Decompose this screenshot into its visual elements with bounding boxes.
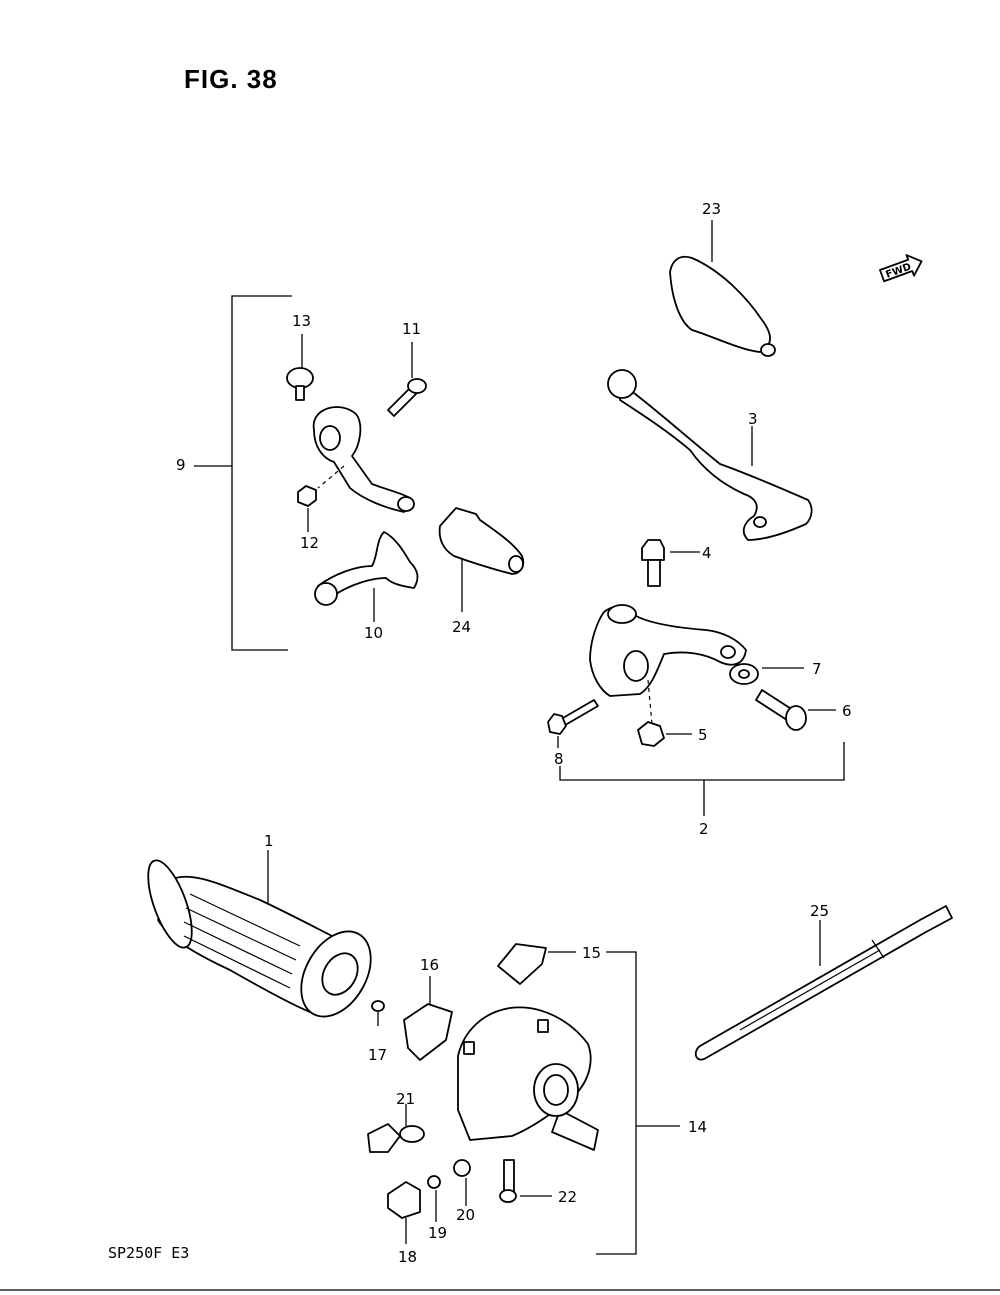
callout-21: 21: [396, 1090, 415, 1108]
callout-18: 18: [398, 1248, 417, 1266]
callout-9: 9: [176, 456, 186, 474]
part-1-grip: [147, 850, 372, 1018]
part-5-nut: [637, 721, 692, 747]
callout-15: 15: [582, 944, 601, 962]
group-2-bracket: [559, 742, 845, 816]
callout-17: 17: [368, 1046, 387, 1064]
part-4-bolt: [641, 539, 700, 587]
part-18-button: [387, 1181, 421, 1244]
callout-6: 6: [842, 702, 852, 720]
fwd-label: FWD: [884, 262, 912, 281]
part-25-strap: [694, 905, 953, 1061]
group-9-bracket: [194, 295, 292, 651]
callout-2: 2: [699, 820, 709, 838]
group-14-bracket: [596, 951, 680, 1255]
part-13-screw: [286, 334, 314, 401]
part-24-cover: [438, 507, 525, 612]
part-9-lever-holder: [312, 406, 415, 513]
callout-12: 12: [300, 534, 319, 552]
figure-title: FIG. 38: [184, 64, 278, 94]
callout-1: 1: [264, 832, 274, 850]
part-21-clip: [367, 1104, 425, 1153]
callout-25: 25: [810, 902, 829, 920]
callout-8: 8: [554, 750, 564, 768]
part-6-bolt: [755, 689, 836, 731]
part-2-bracket: [589, 604, 747, 725]
callout-14: 14: [688, 1118, 707, 1136]
part-3-lever: [607, 369, 813, 541]
part-7-washer: [729, 663, 804, 685]
callout-16: 16: [420, 956, 439, 974]
part-23-cover: [669, 220, 776, 357]
part-16-switch: [403, 976, 453, 1061]
callout-3: 3: [748, 410, 758, 428]
part-17-screw: [371, 1000, 385, 1026]
part-11-bolt: [387, 342, 427, 417]
part-15-switch: [497, 943, 576, 985]
callout-labels: 1 2 3 4 5 6 7 8 9 10 11 12 13 14 15 16 1…: [176, 200, 852, 1266]
part-8-bolt: [547, 699, 599, 748]
part-14-switch-housing: [457, 1006, 599, 1151]
part-20-spring: [453, 1159, 471, 1206]
callout-13: 13: [292, 312, 311, 330]
model-code: SP250F E3: [108, 1244, 190, 1262]
callout-11: 11: [402, 320, 421, 338]
callout-23: 23: [702, 200, 721, 218]
part-12-nut: [297, 485, 317, 532]
callout-19: 19: [428, 1224, 447, 1242]
part-22-bolt: [499, 1159, 552, 1203]
callout-20: 20: [456, 1206, 475, 1224]
part-19-ball: [427, 1175, 441, 1222]
callout-10: 10: [364, 624, 383, 642]
callout-4: 4: [702, 544, 712, 562]
callout-24: 24: [452, 618, 471, 636]
fwd-arrow-icon: FWD: [879, 254, 923, 283]
part-10-lever: [314, 531, 419, 622]
callout-7: 7: [812, 660, 822, 678]
callout-22: 22: [558, 1188, 577, 1206]
callout-5: 5: [698, 726, 708, 744]
